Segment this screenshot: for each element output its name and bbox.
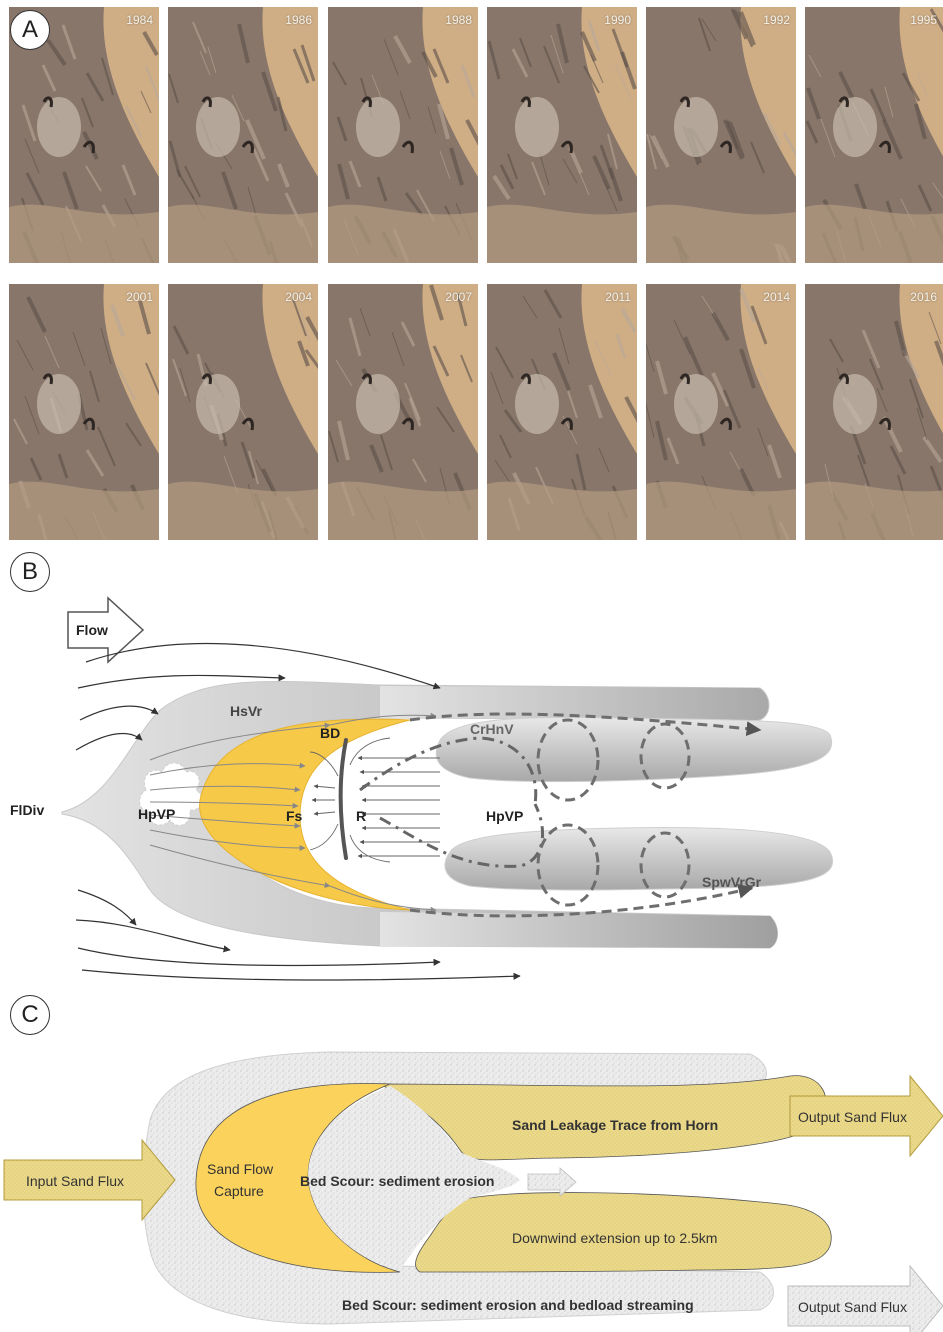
satellite-image bbox=[487, 7, 637, 263]
year-label: 1986 bbox=[285, 13, 312, 27]
fldiv-label: FlDiv bbox=[10, 802, 44, 818]
reattachment-line bbox=[341, 740, 346, 858]
panel-c-label: C bbox=[10, 995, 50, 1035]
bd-label: BD bbox=[320, 725, 340, 741]
spwvrgr-ellipse bbox=[445, 828, 833, 890]
satellite-image bbox=[646, 284, 796, 540]
satellite-image-tile: 1986 bbox=[168, 7, 318, 263]
panel-a-label: A bbox=[10, 10, 50, 50]
year-label: 2007 bbox=[445, 290, 472, 304]
bed-scour-bottom-label: Bed Scour: sediment erosion and bedload … bbox=[342, 1297, 694, 1313]
satellite-image bbox=[328, 7, 478, 263]
satellite-image-tile: 2001 bbox=[9, 284, 159, 540]
satellite-image bbox=[805, 284, 943, 540]
year-label: 2014 bbox=[763, 290, 790, 304]
satellite-image-tile: 1992 bbox=[646, 7, 796, 263]
year-label: 2016 bbox=[910, 290, 937, 304]
year-label: 1992 bbox=[763, 13, 790, 27]
crhnv-label: CrHnV bbox=[470, 721, 514, 737]
satellite-image bbox=[328, 284, 478, 540]
capture-label-line1: Sand Flow bbox=[207, 1161, 274, 1177]
r-label: R bbox=[356, 808, 366, 824]
satellite-image bbox=[168, 284, 318, 540]
fs-label: Fs bbox=[286, 808, 303, 824]
satellite-image-tile: 2016 bbox=[805, 284, 943, 540]
flow-arrow: Flow bbox=[68, 598, 143, 662]
vortex-flow-diagram: Flow bbox=[0, 590, 943, 990]
year-label: 1988 bbox=[445, 13, 472, 27]
satellite-image-tile: 1988 bbox=[328, 7, 478, 263]
satellite-image-tile: 2014 bbox=[646, 284, 796, 540]
satellite-image bbox=[646, 7, 796, 263]
satellite-image bbox=[487, 284, 637, 540]
downwind-label: Downwind extension up to 2.5km bbox=[512, 1230, 717, 1246]
satellite-image-tile: 2007 bbox=[328, 284, 478, 540]
spwvrgr-label: SpwVrGr bbox=[702, 874, 762, 890]
year-label: 1995 bbox=[910, 13, 937, 27]
satellite-image-tile: 1995 bbox=[805, 7, 943, 263]
flow-label: Flow bbox=[76, 622, 108, 638]
satellite-image bbox=[9, 284, 159, 540]
bed-scour-center-label: Bed Scour: sediment erosion bbox=[300, 1173, 494, 1189]
year-label: 2011 bbox=[605, 290, 631, 304]
bed-scour-arrow bbox=[528, 1168, 576, 1196]
year-label: 2001 bbox=[126, 290, 153, 304]
hpvp-left-label: HpVP bbox=[138, 806, 175, 822]
satellite-image bbox=[168, 7, 318, 263]
satellite-image bbox=[805, 7, 943, 263]
leakage-label: Sand Leakage Trace from Horn bbox=[512, 1117, 718, 1133]
panel-b-label: B bbox=[10, 552, 50, 592]
hpvp-center-label: HpVP bbox=[486, 808, 523, 824]
capture-label-line2: Capture bbox=[214, 1183, 264, 1199]
lower-horn bbox=[380, 912, 778, 948]
scour-flowlines bbox=[310, 738, 440, 862]
sand-flux-diagram: Input Sand Flux Sand Flow Capture Bed Sc… bbox=[0, 1040, 943, 1332]
satellite-image-tile: 2011 bbox=[487, 284, 637, 540]
year-label: 1984 bbox=[126, 13, 153, 27]
input-flux-label: Input Sand Flux bbox=[26, 1173, 124, 1189]
year-label: 2004 bbox=[285, 290, 312, 304]
year-label: 1990 bbox=[604, 13, 631, 27]
satellite-image-tile: 1990 bbox=[487, 7, 637, 263]
hsvr-label: HsVr bbox=[230, 703, 262, 719]
output-flux-top-label: Output Sand Flux bbox=[798, 1109, 907, 1125]
output-flux-bottom-label: Output Sand Flux bbox=[798, 1299, 907, 1315]
satellite-image-tile: 2004 bbox=[168, 284, 318, 540]
